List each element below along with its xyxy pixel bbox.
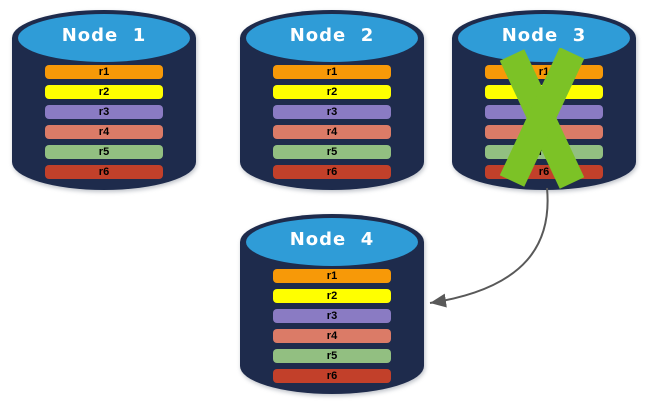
replica-label: r4 [326,330,338,342]
cylinder-top [458,14,630,62]
replica-label: r2 [326,86,338,98]
replica-bar-r3: r3 [273,105,391,119]
replica-label: r3 [98,106,110,118]
replica-bar-r1: r1 [45,65,163,79]
cylinder-top [18,14,190,62]
node-4: Node 4 r1 r2 r3 r4 r5 r6 [240,212,424,396]
replica-bar-r3: r3 [273,309,391,323]
replica-bar-r4: r4 [273,125,391,139]
arrow-curve [429,187,549,308]
replica-label: r6 [98,166,110,178]
replica-label: r1 [538,66,550,78]
node-4-title: Node 4 [289,229,375,250]
replica-label: r5 [326,146,338,158]
node-3-title: Node 3 [501,25,587,46]
replica-bar-r6: r6 [45,165,163,179]
replica-bar-r1: r1 [273,269,391,283]
replica-label: r5 [98,146,110,158]
replica-label: r1 [326,270,338,282]
replica-label: r6 [326,370,338,382]
replica-label: r1 [98,66,110,78]
replica-label: r2 [326,290,338,302]
replica-bar-r2: r2 [45,85,163,99]
replica-label: r2 [98,86,110,98]
replica-list: r1 r2 r3 r4 r5 r6 [273,269,391,389]
node-1-title: Node 1 [61,25,147,46]
replica-label: r1 [326,66,338,78]
replica-label: r3 [326,106,338,118]
replica-bar-r5: r5 [273,349,391,363]
replica-bar-r1: r1 [273,65,391,79]
replica-bar-r2: r2 [273,85,391,99]
replica-bar-r6: r6 [273,369,391,383]
replica-label: r6 [538,166,550,178]
cylinder-top [246,218,418,266]
replica-bar-r5: r5 [45,145,163,159]
x-stroke [499,48,585,187]
replica-bar-r4: r4 [273,329,391,343]
replica-list: r1 r2 r3 r4 r5 r6 [273,65,391,185]
replica-label: r3 [326,310,338,322]
failure-x-icon [499,48,585,189]
replica-label: r4 [98,126,110,138]
replica-bar-r2: r2 [273,289,391,303]
replica-list: r1 r2 r3 r4 r5 r6 [45,65,163,185]
node-1: Node 1 r1 r2 r3 r4 r5 r6 [12,8,196,192]
replica-bar-r4: r4 [45,125,163,139]
replica-bar-r6: r6 [273,165,391,179]
replica-label: r6 [326,166,338,178]
replica-bar-r5: r5 [273,145,391,159]
cylinder-top [246,14,418,62]
replica-label: r5 [326,350,338,362]
node-2-title: Node 2 [289,25,375,46]
node-3-failed: Node 3 r1 r2 r3 r4 r5 r6 [452,8,636,192]
replica-label: r4 [326,126,338,138]
replica-bar-r3: r3 [45,105,163,119]
node-2: Node 2 r1 r2 r3 r4 r5 r6 [240,8,424,192]
